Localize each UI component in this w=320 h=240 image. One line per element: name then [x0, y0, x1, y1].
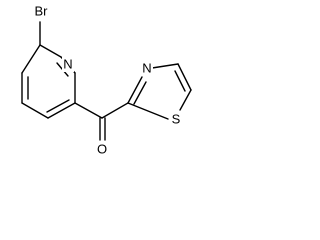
bond-c2-n3 [127, 76, 143, 104]
atom-n-pyridine: N [62, 56, 74, 72]
bond-c4-c5 [177, 63, 192, 91]
carbonyl-bridge [74, 102, 129, 141]
atom-n-thiazole-label: N [142, 61, 151, 76]
bond-c2-c1 [21, 44, 41, 74]
bond-s1-c2 [127, 102, 169, 120]
bond-c5-c4-double [46, 99, 70, 113]
chemical-structure: Br N N S O [21, 3, 192, 158]
atom-n-pyridine-label: N [63, 57, 72, 72]
bond-n3-c4 [151, 63, 179, 69]
atom-s-thiazole-label: S [172, 112, 181, 127]
bond-c2-n3-double [133, 81, 147, 105]
thiazole-ring [127, 63, 192, 120]
bond-pyridine-carbonyl [74, 102, 103, 119]
bond-c4-c5-double [174, 70, 186, 92]
bond-c5-s1 [179, 89, 192, 111]
atom-br-label: Br [35, 4, 49, 19]
atom-n-thiazole: N [141, 60, 153, 76]
atom-s-thiazole: S [170, 111, 182, 128]
atom-o-carbonyl: O [96, 141, 109, 158]
bond-c2-n1 [39, 44, 62, 58]
atom-br: Br [29, 3, 53, 20]
bond-c5-c4 [47, 102, 76, 119]
bond-carbonyl-thiazole [101, 102, 129, 119]
bond-c4-c3 [21, 102, 49, 119]
atom-o-carbonyl-label: O [97, 142, 107, 157]
